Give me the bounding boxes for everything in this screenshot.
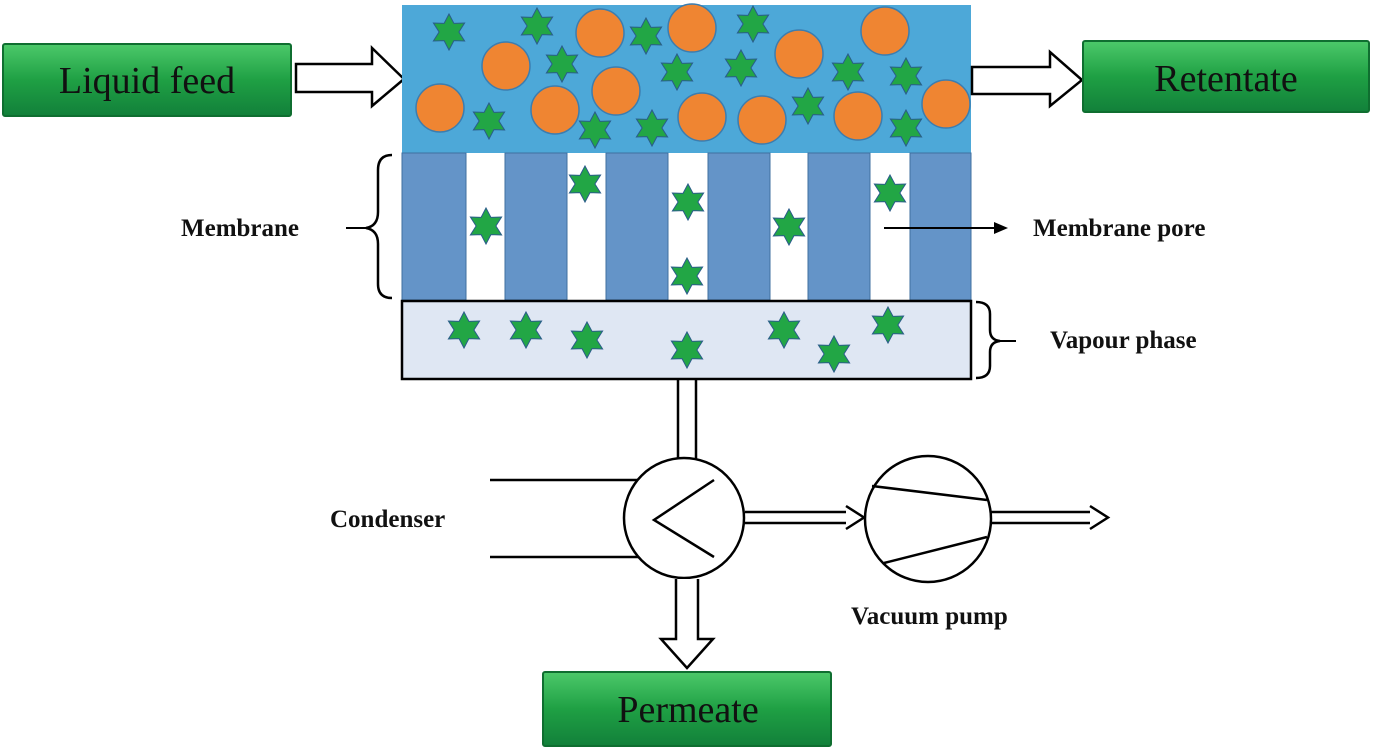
- membrane: [401, 152, 972, 301]
- membrane-pore-label: Membrane pore: [1033, 215, 1205, 242]
- solute-particle: [677, 92, 727, 142]
- vapour-molecule: [509, 310, 543, 350]
- solute-particle: [415, 83, 465, 133]
- vapour-molecule: [871, 305, 905, 345]
- vapour-molecule: [670, 256, 704, 296]
- vapour-molecule: [570, 320, 604, 360]
- membrane-segment: [605, 152, 669, 301]
- liquid-feed-box: Liquid feed: [2, 43, 292, 117]
- vapour-molecule: [578, 110, 612, 150]
- vapour-molecule: [767, 310, 801, 350]
- vapour-molecule: [660, 52, 694, 92]
- solute-particle: [481, 41, 531, 91]
- vapour-molecule: [671, 182, 705, 222]
- vapour-molecule: [831, 52, 865, 92]
- solute-particle: [591, 66, 641, 116]
- retentate-label: Retentate: [1154, 58, 1297, 100]
- solute-particle: [575, 8, 625, 58]
- solute-particle: [530, 85, 580, 135]
- vapour-molecule: [447, 310, 481, 350]
- solute-particle: [667, 3, 717, 53]
- vapour-molecule: [873, 173, 907, 213]
- membrane-segment: [807, 152, 871, 301]
- vapour-molecule: [889, 56, 923, 96]
- pump-exhaust-arrow: [991, 504, 1111, 531]
- vapour-molecule: [432, 12, 466, 52]
- vapour-molecules: [447, 305, 905, 374]
- vapour-molecule: [629, 16, 663, 56]
- vacuum-pump: [863, 454, 993, 584]
- condenser: [622, 456, 746, 580]
- vapour-molecule: [635, 108, 669, 148]
- vapour-molecule: [472, 101, 506, 141]
- feed-particles: [415, 3, 971, 150]
- vacuum-pump-symbol: [871, 484, 988, 565]
- vapour-molecule: [817, 334, 851, 374]
- retentate-box: Retentate: [1082, 40, 1370, 113]
- permeate-box: Permeate: [542, 671, 832, 747]
- vapour-molecule: [520, 6, 554, 46]
- vapour-molecule: [670, 330, 704, 370]
- membrane-segment: [504, 152, 568, 301]
- solute-particle: [921, 79, 971, 129]
- membrane-label: Membrane: [181, 215, 299, 242]
- solute-particle: [774, 29, 824, 79]
- vapour-molecule: [772, 207, 806, 247]
- vapour-molecule: [889, 108, 923, 148]
- vapour-phase-label: Vapour phase: [1050, 327, 1197, 354]
- vapour-molecule: [791, 86, 825, 126]
- condenser-label: Condenser: [330, 506, 445, 533]
- membrane-brace: [365, 153, 393, 300]
- vapour-molecule: [545, 44, 579, 84]
- vapour-molecule: [724, 48, 758, 88]
- permeate-arrow: [658, 579, 716, 670]
- solute-particle: [833, 91, 883, 141]
- retentate-outlet-arrow: [970, 49, 1084, 109]
- membrane-segment: [401, 152, 467, 301]
- solute-particle: [737, 95, 787, 145]
- feed-inlet-arrow: [294, 45, 406, 109]
- solute-particle: [860, 6, 910, 56]
- vacuum-pump-label: Vacuum pump: [851, 603, 1008, 630]
- vapour-molecule: [736, 4, 770, 44]
- membrane-segment: [707, 152, 771, 301]
- membrane-segment: [909, 152, 972, 301]
- vapour-molecule: [568, 164, 602, 204]
- liquid-feed-label: Liquid feed: [59, 60, 235, 102]
- condenser-coil: [651, 478, 715, 559]
- membrane-pore-pointer-head: [994, 222, 1008, 234]
- condenser-to-pump-arrow: [745, 504, 867, 531]
- permeate-label: Permeate: [617, 689, 758, 731]
- vapour-outlet-pipe: [676, 379, 698, 459]
- vapour-phase-brace: [975, 300, 1001, 380]
- vapour-molecule: [469, 206, 503, 246]
